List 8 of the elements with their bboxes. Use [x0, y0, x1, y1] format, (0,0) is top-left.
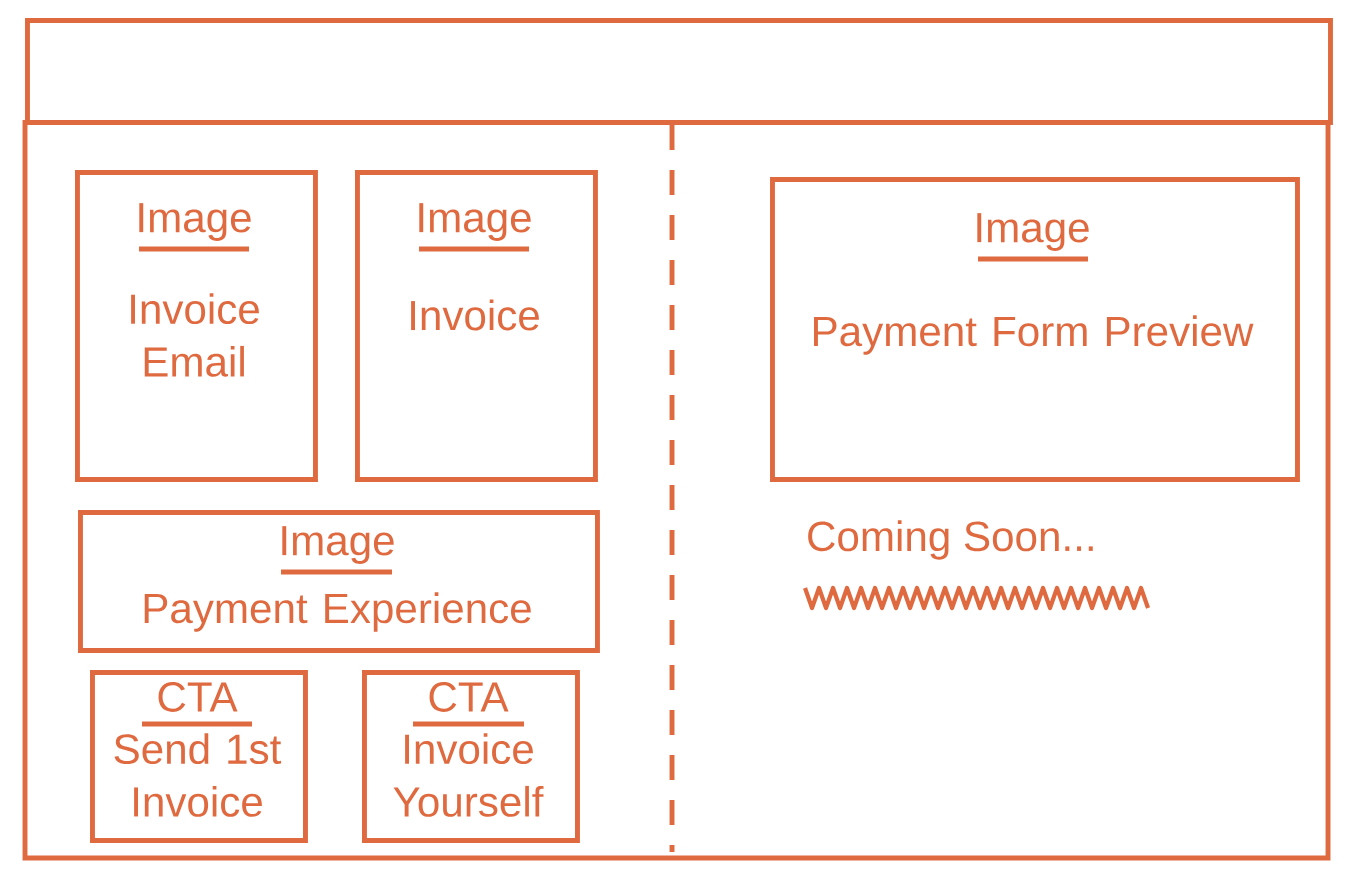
placeholder-box: Image Invoice Email — [75, 170, 318, 482]
placeholder-box: Image Payment Experience — [78, 510, 600, 653]
note-text: Coming Soon... — [808, 520, 1093, 560]
placeholder-box: CTA Invoice Yourself — [362, 670, 580, 843]
placeholder-box: CTA Send 1st Invoice — [90, 670, 308, 843]
placeholder-box: Image Payment Form Preview — [770, 177, 1300, 482]
placeholder-box: Image Invoice — [355, 170, 598, 482]
header-bar — [25, 18, 1333, 125]
